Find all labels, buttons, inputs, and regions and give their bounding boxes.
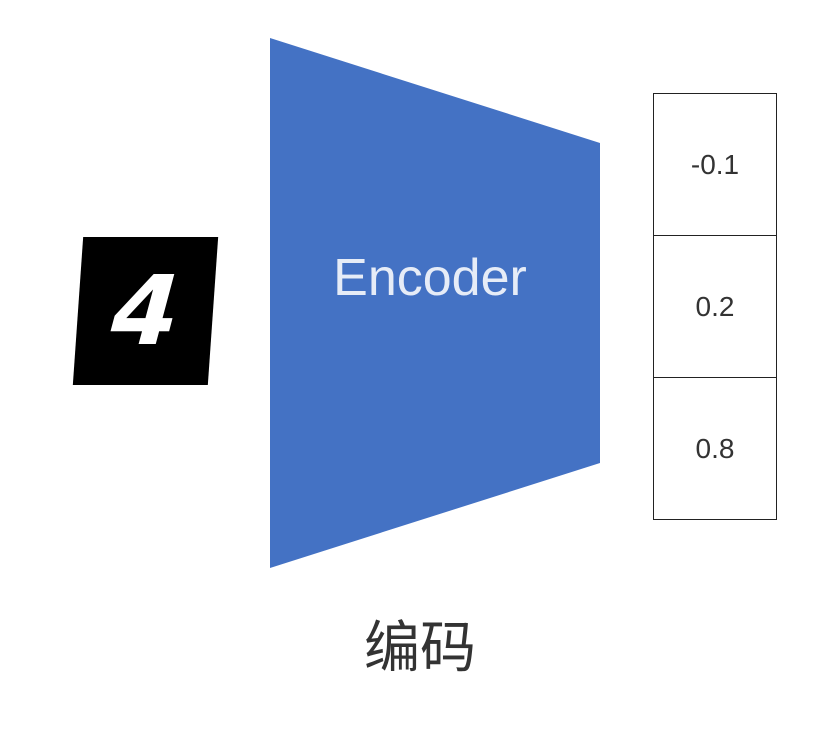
- latent-cell: -0.1: [654, 94, 776, 236]
- input-digit-image: 4: [72, 237, 219, 385]
- encoder-trapezoid: [270, 38, 600, 568]
- input-digit: 4: [108, 255, 183, 367]
- encoder-label: Encoder: [333, 249, 527, 307]
- caption: 编码: [364, 616, 476, 681]
- latent-cell: 0.2: [654, 236, 776, 378]
- latent-cell: 0.8: [695, 432, 735, 464]
- latent-vector: -0.1 0.2 0.8: [653, 93, 777, 520]
